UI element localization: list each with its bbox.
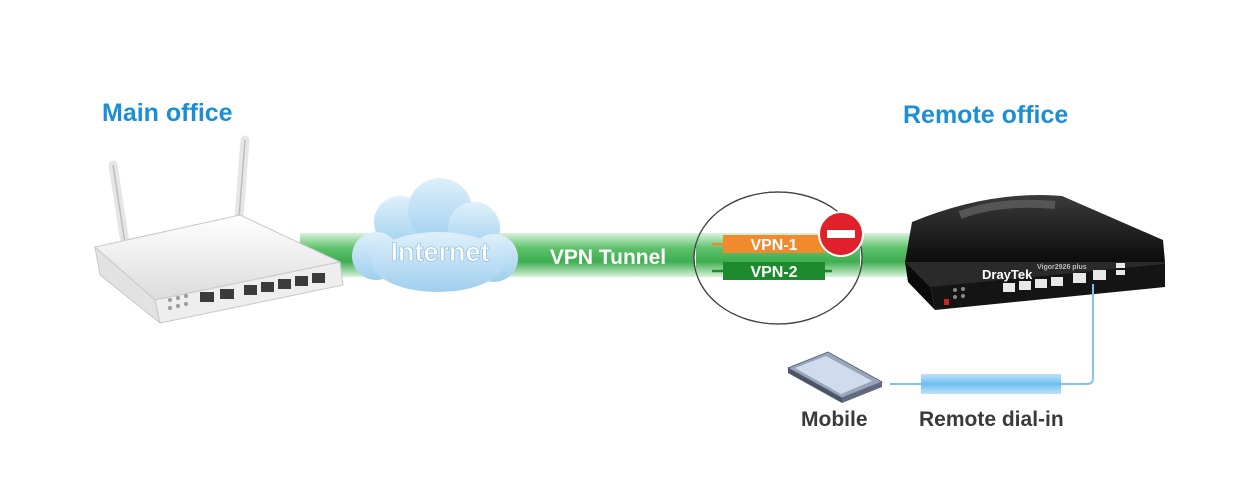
remote-office-router: DrayTek Vigor2926 plus: [905, 195, 1165, 310]
tunnel-badge-2: [723, 262, 825, 280]
main-office-router: [93, 135, 344, 325]
tunnel-label-1: VPN-1: [750, 237, 797, 254]
vpn-tunnel-label: VPN Tunnel: [550, 246, 666, 269]
tunnel-label-2: VPN-2: [750, 264, 797, 281]
mobile-label: Mobile: [801, 408, 868, 431]
tunnel-badge-1: [723, 235, 825, 253]
blocked-sign-icon: [818, 211, 864, 257]
mobile-device-icon: [786, 351, 884, 403]
internet-label: Internet: [390, 237, 489, 267]
remote-office-title: Remote office: [903, 101, 1069, 129]
remote-dialin-label: Remote dial-in: [919, 408, 1064, 431]
router-model-label: Vigor2926 plus: [1037, 264, 1087, 271]
main-office-title: Main office: [102, 99, 233, 127]
remote-dialin-line: [890, 284, 1094, 394]
router-brand-label: DrayTek: [982, 267, 1033, 282]
internet-cloud: [352, 178, 518, 292]
